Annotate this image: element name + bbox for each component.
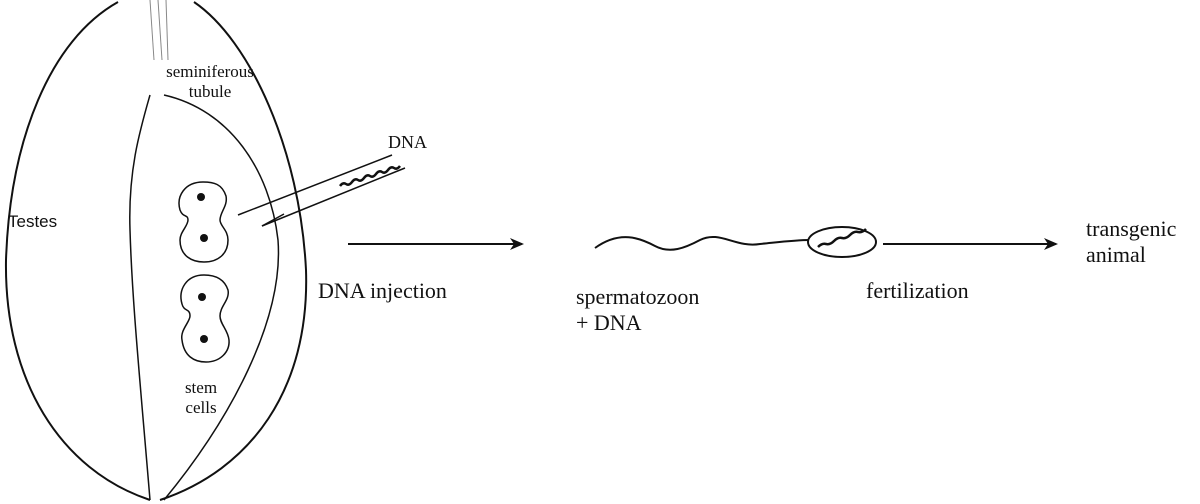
stem-cell-upper bbox=[178, 181, 229, 263]
spermatozoon bbox=[594, 226, 877, 258]
transgenic-label-line2: animal bbox=[1086, 242, 1146, 267]
tubule-label-line2: tubule bbox=[188, 82, 232, 101]
tubule-label-line1: seminiferous bbox=[166, 62, 254, 81]
testes-label: Testes bbox=[8, 212, 58, 231]
stem-label-line2: cells bbox=[185, 398, 217, 417]
injection-needle bbox=[237, 154, 406, 227]
dna-label: DNA bbox=[388, 132, 427, 152]
spermatozoon-label-line1: spermatozoon bbox=[576, 284, 700, 309]
stem-cell-lower bbox=[180, 274, 230, 363]
stem-cells-label: stem cells bbox=[166, 378, 236, 418]
stem-label-line1: stem bbox=[184, 378, 218, 397]
testes-outline bbox=[4, 1, 308, 501]
seminiferous-tubule-label: seminiferous tubule bbox=[140, 62, 280, 102]
tubule-top-hatching bbox=[149, 0, 169, 61]
dna-injection-label: DNA injection bbox=[318, 278, 447, 303]
fertilization-label: fertilization bbox=[866, 278, 969, 303]
seminiferous-tubule-outline bbox=[129, 94, 280, 501]
spermatozoon-label-line2: + DNA bbox=[576, 310, 642, 335]
spermatozoon-dna-label: spermatozoon + DNA bbox=[576, 284, 699, 336]
dna-strand-in-needle bbox=[339, 165, 401, 187]
transgenic-animal-label: transgenic animal bbox=[1086, 216, 1176, 268]
transgenic-label-line1: transgenic bbox=[1086, 216, 1177, 241]
